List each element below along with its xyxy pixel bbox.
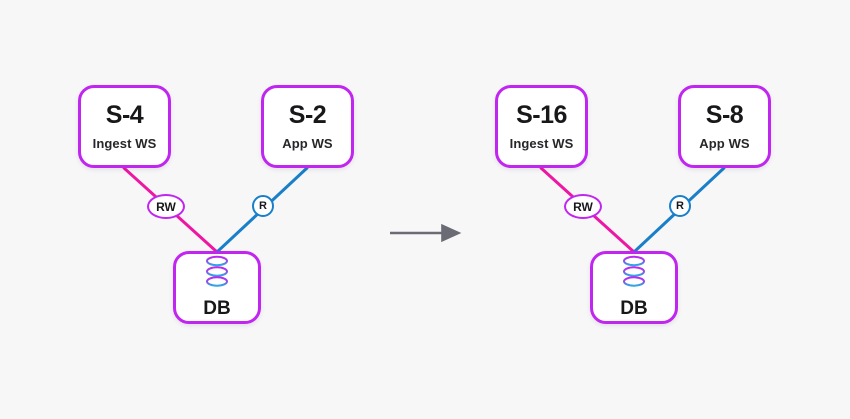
node-subtitle: App WS	[282, 135, 333, 151]
edge-badge-label: R	[259, 199, 267, 212]
edge-badge-label: RW	[156, 199, 176, 214]
edge-badge-rw-right[interactable]: RW	[564, 194, 602, 219]
edge-badge-rw-left[interactable]: RW	[147, 194, 185, 219]
node-db-label: DB	[203, 298, 231, 319]
node-ingest-ws-left[interactable]: S-4 Ingest WS	[78, 85, 171, 168]
node-subtitle: App WS	[699, 135, 750, 151]
node-app-ws-left[interactable]: S-2 App WS	[261, 85, 354, 168]
database-cylinder-icon	[621, 255, 647, 294]
node-db-left[interactable]: DB	[173, 251, 261, 324]
node-app-ws-right[interactable]: S-8 App WS	[678, 85, 771, 168]
edge-badge-label: RW	[573, 199, 593, 214]
node-db-label: DB	[620, 298, 648, 319]
node-subtitle: Ingest WS	[92, 135, 157, 151]
node-title: S-4	[105, 101, 144, 130]
node-subtitle: Ingest WS	[509, 135, 574, 151]
node-ingest-ws-right[interactable]: S-16 Ingest WS	[495, 85, 588, 168]
node-title: S-8	[705, 101, 744, 130]
database-cylinder-icon	[204, 255, 230, 294]
node-title: S-2	[288, 101, 327, 130]
edge-badge-label: R	[676, 199, 684, 212]
node-db-right[interactable]: DB	[590, 251, 678, 324]
node-title: S-16	[516, 101, 567, 130]
edge-badge-r-left[interactable]: R	[252, 195, 274, 217]
edge-badge-r-right[interactable]: R	[669, 195, 691, 217]
